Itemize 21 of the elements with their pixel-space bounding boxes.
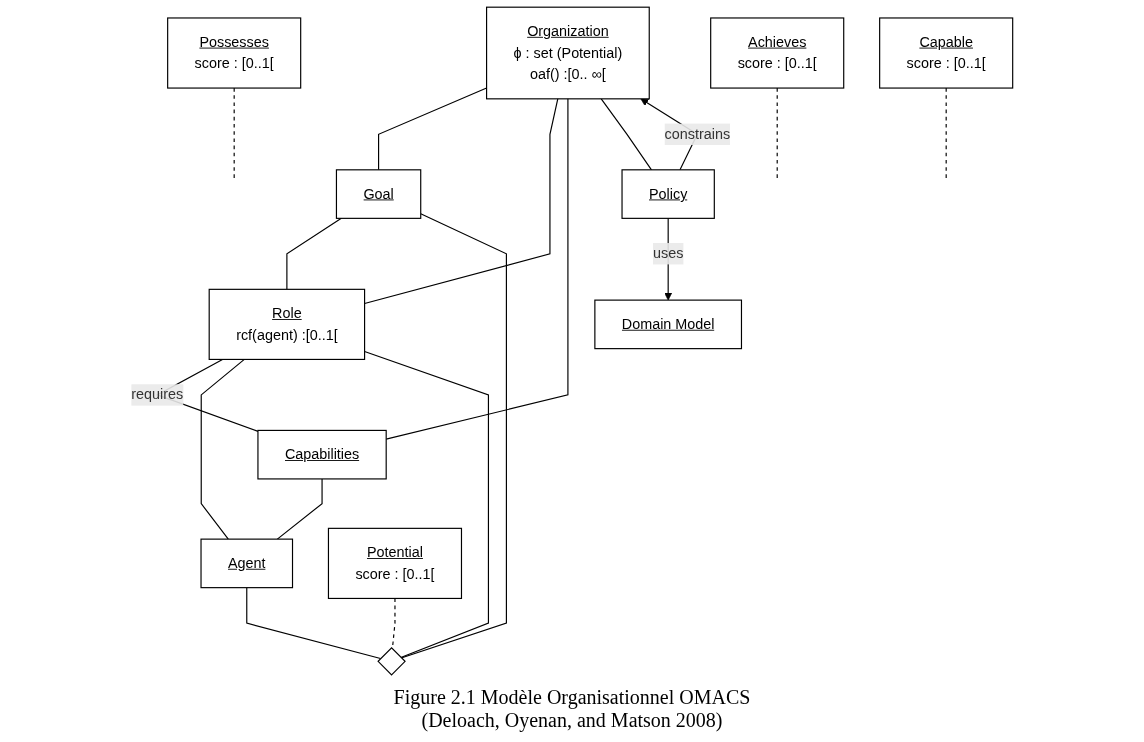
node-box: Achieves score : [0..1[: [710, 17, 845, 89]
connector: [286, 217, 342, 290]
node-diamond: [377, 647, 406, 676]
caption: Figure 2.1 Modèle Organisationnel OMACS (Deloach, Oyenan, and Matson 2008): [392, 686, 752, 732]
node-box: Organization ϕ : set (Potential) oaf() :[0.. ∞[: [486, 6, 650, 100]
node-box: Goal: [335, 169, 422, 219]
edge-label: requires: [131, 386, 184, 403]
node-box: Capable score : [0..1[: [879, 17, 1014, 89]
node-box: Policy: [621, 169, 715, 219]
node-box: Agent: [200, 538, 294, 589]
connector: [364, 351, 490, 659]
connector: [276, 478, 323, 540]
connector: [200, 358, 245, 540]
node-box: Potential score : [0..1[: [327, 527, 463, 599]
node-box: Role rcf(agent) :[0..1[: [208, 288, 366, 360]
node-box: Possesses score : [0..1[: [167, 17, 302, 89]
edge-label: constrains: [664, 126, 731, 142]
node-box: Domain Model: [594, 299, 743, 350]
node-box: Capabilities: [257, 429, 387, 480]
edge-label: uses: [652, 245, 684, 262]
connector: [246, 587, 382, 660]
